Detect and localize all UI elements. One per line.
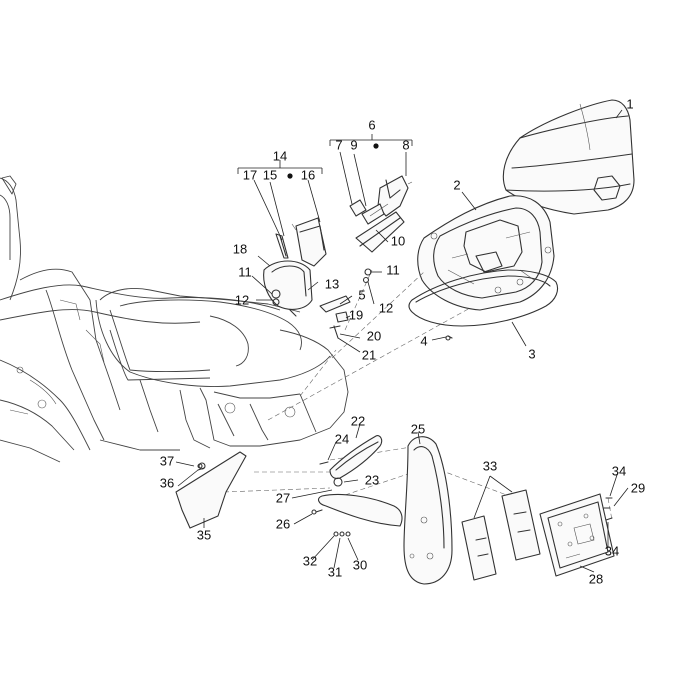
callout-17: 17 xyxy=(243,167,257,182)
callout-36: 36 xyxy=(160,475,174,490)
leader-lines xyxy=(175,109,629,573)
callout-34-top: 34 xyxy=(612,463,626,478)
plate-screws xyxy=(603,497,613,521)
callout-7: 7 xyxy=(335,137,342,152)
callout-9: 9 xyxy=(350,137,357,152)
marker-dot xyxy=(373,143,379,149)
latch-assembly xyxy=(263,217,327,310)
callout-15: 15 xyxy=(263,167,277,182)
callout-37: 37 xyxy=(160,453,174,468)
callout-25: 25 xyxy=(411,421,425,436)
callout-33: 33 xyxy=(483,458,497,473)
callout-11-left: 11 xyxy=(238,264,252,279)
callout-1: 1 xyxy=(626,96,633,111)
callout-27: 27 xyxy=(276,490,290,505)
callout-16: 16 xyxy=(301,167,315,182)
hinge-assembly xyxy=(349,175,413,253)
callout-31: 31 xyxy=(328,564,342,579)
callout-34-bottom: 34 xyxy=(605,543,619,558)
scooter-frame xyxy=(0,175,349,463)
callout-30: 30 xyxy=(353,557,367,572)
callout-10: 10 xyxy=(391,233,405,248)
callout-6: 6 xyxy=(368,117,375,132)
callout-18: 18 xyxy=(233,241,247,256)
seal-ring xyxy=(408,269,559,327)
callout-24: 24 xyxy=(335,431,349,446)
top-case-base xyxy=(417,195,555,311)
callout-4: 4 xyxy=(420,333,427,348)
plate-holder xyxy=(539,493,615,577)
callout-20: 20 xyxy=(367,328,381,343)
callout-23: 23 xyxy=(365,472,379,487)
bracket-22 xyxy=(319,435,383,487)
callout-32: 32 xyxy=(303,553,317,568)
callout-29: 29 xyxy=(631,480,645,495)
callout-labels: 1 2 3 4 5 6 7 8 9 10 11 11 12 12 13 14 1… xyxy=(160,96,645,586)
callout-19: 19 xyxy=(349,307,363,322)
callout-8: 8 xyxy=(402,137,409,152)
fasteners xyxy=(197,335,451,537)
marker-dot xyxy=(287,173,293,179)
callout-28: 28 xyxy=(589,571,603,586)
reflector-right xyxy=(501,489,541,561)
callout-14: 14 xyxy=(273,148,287,163)
callout-35: 35 xyxy=(197,527,211,542)
callout-21: 21 xyxy=(362,347,376,362)
callout-3: 3 xyxy=(528,346,535,361)
rear-fender xyxy=(317,436,453,585)
callout-2: 2 xyxy=(453,177,460,192)
group-brackets xyxy=(237,134,413,179)
callout-5: 5 xyxy=(358,287,365,302)
callout-26: 26 xyxy=(276,516,290,531)
mud-flap xyxy=(175,451,247,529)
callout-12-left: 12 xyxy=(235,292,249,307)
callout-13: 13 xyxy=(325,276,339,291)
top-case xyxy=(502,99,635,215)
callout-12-right: 12 xyxy=(379,300,393,315)
callout-22: 22 xyxy=(351,413,365,428)
reflector-left xyxy=(461,515,497,581)
callout-11-right: 11 xyxy=(386,262,400,277)
